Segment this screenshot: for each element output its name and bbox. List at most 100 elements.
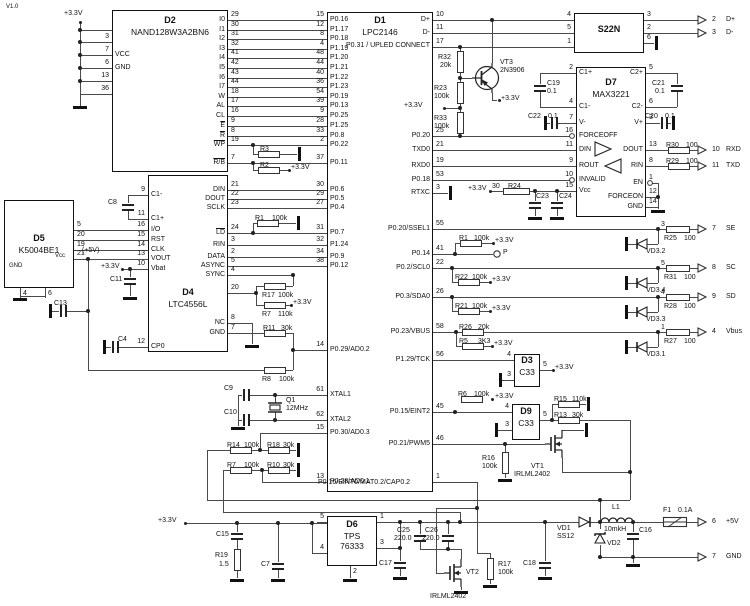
resistor-ref: R17 [498,561,511,568]
power-dot [78,20,82,24]
pin-number: 5 [77,221,81,228]
wire [377,522,387,523]
wire [317,522,327,523]
wire [600,500,601,522]
wire [228,78,327,79]
power-33v-label: +3.3V [492,305,511,312]
pin-label: DOUT [205,195,225,202]
capacitor-ref: C20 [645,113,658,120]
terminal-number: 7 [712,553,716,560]
pin-label: I/O [151,226,161,233]
pin-number: 13 [316,473,324,480]
wire [80,22,81,106]
terminal-label: TXD [726,162,740,169]
wire [436,508,477,509]
cap-plate [60,305,62,317]
resistor-R17 [264,282,286,290]
resistor-ref: R23 [434,85,447,92]
cap-plate [243,414,245,426]
pin-number: 4 [320,544,324,551]
cap-plate [117,341,119,353]
pin-number: 11 [565,141,573,148]
pin-number: 21 [77,250,85,257]
pin-label: P0.23/VBUS [390,328,430,335]
wire [317,482,327,483]
wire [228,106,238,107]
inductor-value: 10mkH [604,526,627,533]
pin-number: 6 [48,290,52,297]
chip-part: MAX3221 [592,89,630,99]
resistor-value: 110k [278,311,293,318]
pin-number: 5 [543,411,547,418]
capacitor-ref: C23 [536,193,549,200]
resistor-ref: R6 [458,391,467,398]
resistor-ref: R22 [455,274,468,281]
pin-number: 8 [231,314,235,321]
pin-number: 56 [436,351,444,358]
wire [540,73,541,84]
pin-number: 5 [231,257,235,264]
ground-symbol [449,186,452,200]
wire [106,347,111,348]
terminal-label: SC [726,264,736,271]
wire [88,259,89,370]
wire [228,136,238,137]
wire [228,136,327,137]
junction-dot [656,295,660,299]
wire [400,522,401,548]
wire [317,58,327,59]
resistor-value: 30k [283,442,295,449]
wire [228,257,238,258]
pin-label: VOUT [151,255,171,262]
terminal-number: 6 [712,518,716,525]
resistor-value: 100 [684,303,696,310]
capacitor-value: 220.0 [394,535,412,542]
resistor-value: 30k [572,412,584,419]
wire [564,20,574,21]
pin-number: 5 [320,513,324,520]
wire [102,42,112,43]
wire [433,33,443,34]
ground-symbol [625,340,628,354]
wire [557,208,558,216]
resistor-ref: R8 [262,376,271,383]
wire [138,219,148,220]
resistor-R8 [264,366,286,374]
pin-number: 23 [231,199,239,206]
wire [228,39,327,40]
wire [566,191,576,192]
wire [433,180,443,181]
wire [293,333,294,350]
resistor-ref: R17 [262,292,275,299]
text-label: Vcc [55,253,66,259]
wire [540,91,541,107]
wire [658,229,659,244]
ground-symbol [625,305,628,319]
wire [566,123,576,124]
pin-number: 61 [316,386,324,393]
pin-number: 10 [436,11,444,18]
wire [420,549,461,550]
wire [644,20,654,21]
pin-label: P0.9 [330,253,345,260]
wire [502,412,512,413]
capacitor-ref: C8 [108,199,117,206]
wire [317,257,327,258]
ground-symbol [625,276,628,290]
pin-label: P1.25 [330,122,349,129]
wire [228,68,238,69]
wire [433,412,512,413]
pin-label: P0.14 [411,250,430,257]
pin-label: I1 [219,26,225,33]
pin-label: P1.17 [330,26,349,33]
wire [562,472,630,473]
power-33v-label: +3.3V [101,263,120,270]
text-label: 4 [661,289,665,296]
wire [74,230,148,231]
wire [317,433,327,434]
pin-label: P0.4 [330,204,345,211]
resistor-value: 100 [686,158,698,165]
pin-label: RIN [212,241,225,248]
wire [293,275,294,286]
resistor-value: 100k [498,569,514,576]
